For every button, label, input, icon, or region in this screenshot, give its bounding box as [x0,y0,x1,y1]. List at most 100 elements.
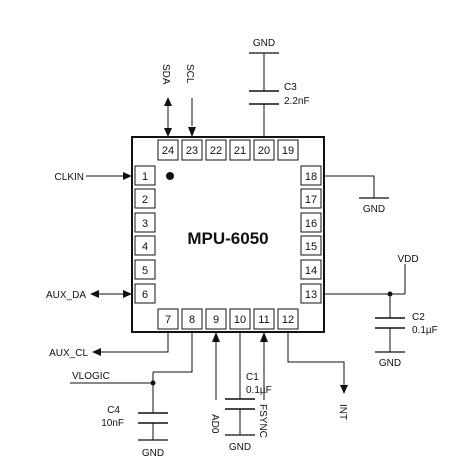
c3-name: C3 [284,82,297,93]
aux-cl-label: AUX_CL [49,348,88,359]
gnd-label-c4: GND [142,448,164,459]
aux-cl-wire [100,332,169,353]
gnd-label-c2: GND [379,358,401,369]
junction-vlogic [150,380,156,386]
pin-box-3 [134,212,156,233]
pin-num-17: 17 [305,194,317,206]
pin1-marker-dot [166,172,174,180]
pin-num-19: 19 [282,145,294,157]
pin-box-21 [229,139,251,161]
pin-num-16: 16 [305,218,317,230]
c3-value: 2.2nF [284,96,310,107]
sda-label: SDA [160,64,171,85]
pin-box-12 [277,308,299,330]
pin-num-21: 21 [234,145,246,157]
pin-num-10: 10 [234,314,246,326]
pin-num-22: 22 [210,145,222,157]
pin-box-17 [300,188,322,209]
right-pin-numbers: 18 17 16 15 14 13 [305,171,317,301]
pin-num-18: 18 [305,171,317,183]
junction-vdd [387,291,393,297]
pin-box-19 [277,139,299,161]
chip-name: MPU-6050 [187,229,268,248]
pin-box-20 [253,139,275,161]
pin-num-13: 13 [305,289,317,301]
clkin-label: CLKIN [55,172,84,183]
pin-box-15 [300,235,322,256]
vlogic-label: VLOGIC [72,371,110,382]
fsync-label: FSYNC [257,404,268,438]
sda-arrow-up [164,97,172,106]
pin-box-24 [157,139,179,161]
pin-num-1: 1 [142,171,148,183]
pin-num-2: 2 [142,194,148,206]
arrows [90,97,348,394]
left-pin-boxes [134,165,156,304]
capacitor-c3 [249,90,279,105]
aux-cl-arrow [92,348,101,356]
pin-num-12: 12 [282,314,294,326]
pin-box-7 [157,308,179,330]
scl-arrow [188,127,196,137]
pin-num-14: 14 [305,265,317,277]
aux-da-arrow-left [90,290,99,298]
pin-num-7: 7 [165,314,171,326]
pin-num-23: 23 [186,145,198,157]
capacitors [138,90,405,424]
pin-box-11 [253,308,275,330]
pin-box-2 [134,188,156,209]
gnd-label-c1: GND [229,442,251,453]
capacitor-c1 [225,398,255,410]
right-pin-boxes [300,165,322,304]
pin-box-10 [229,308,251,330]
c2-value: 0.1µF [412,325,438,336]
scl-label: SCL [184,64,195,84]
pin-box-18 [300,165,322,186]
sda-arrow-down [164,128,172,137]
pin-box-9 [205,308,227,330]
pin-num-20: 20 [258,145,270,157]
int-wire [287,332,345,385]
pin18-gnd-wire [324,175,375,198]
top-pin-numbers: 24 23 22 21 20 19 [162,145,294,157]
gnd-label-pin18: GND [363,204,385,215]
top-pin-boxes [157,139,299,161]
int-arrow [340,385,348,394]
pin-num-9: 9 [213,314,219,326]
pin-box-5 [134,259,156,280]
pin-box-6 [134,283,156,304]
pin-num-6: 6 [142,289,148,301]
fsync-arrow [260,332,268,342]
pin-box-1 [134,165,156,186]
left-pin-numbers: 1 2 3 4 5 6 [142,171,148,301]
pin-box-16 [300,212,322,233]
capacitor-c4 [138,412,168,424]
chip-body [131,136,325,333]
gnd-label-top: GND [253,38,275,49]
c1-name: C1 [246,372,259,383]
pin-num-3: 3 [142,218,148,230]
aux-da-arrow-right [123,290,132,298]
pin-num-5: 5 [142,265,148,277]
pin-num-11: 11 [258,314,269,326]
pin-box-22 [205,139,227,161]
pin-box-23 [181,139,203,161]
pin-box-4 [134,235,156,256]
clkin-arrow [123,172,132,180]
bottom-pin-numbers: 7 8 9 10 11 12 [165,314,294,326]
ad0-arrow [212,332,220,342]
ad0-label: AD0 [209,414,220,434]
aux-da-label: AUX_DA [46,290,86,301]
vdd-label: VDD [397,254,418,265]
pin-box-13 [300,283,322,304]
pin-num-24: 24 [162,145,174,157]
int-label: INT [337,404,348,420]
pin-box-8 [181,308,203,330]
c2-name: C2 [412,312,425,323]
pin-box-14 [300,259,322,280]
c4-value: 10nF [101,418,124,429]
bottom-pin-boxes [157,308,299,330]
c4-name: C4 [107,405,120,416]
